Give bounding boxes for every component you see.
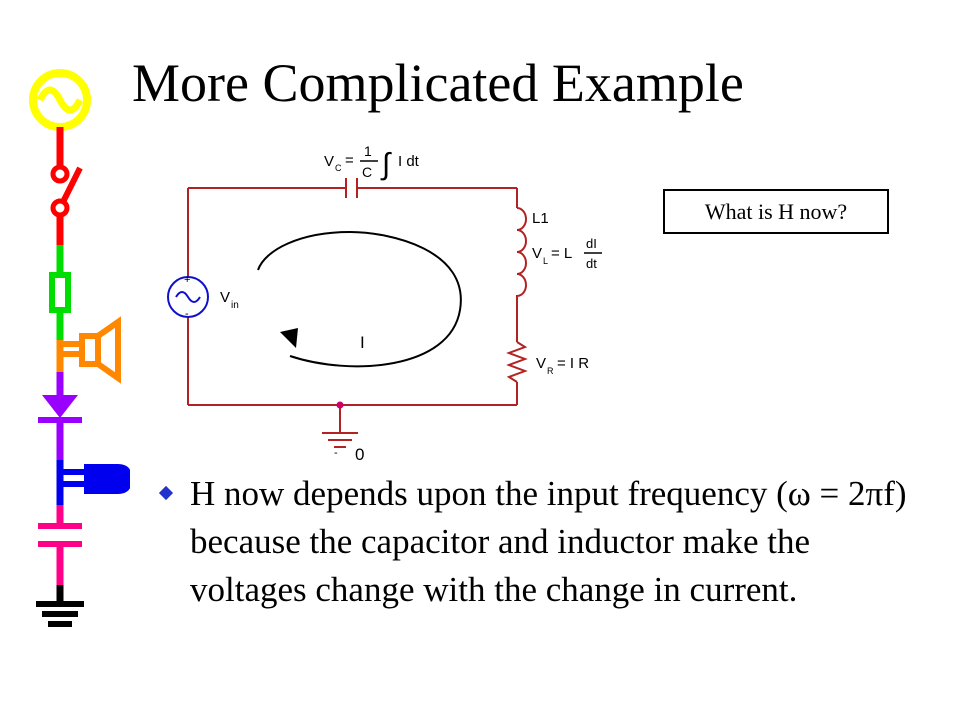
ground-icon: [36, 585, 84, 627]
vin-subscript: in: [231, 300, 239, 311]
vc-integral-sign: ∫: [380, 148, 392, 181]
slide-title: More Complicated Example: [132, 53, 744, 113]
resistor-symbol: [506, 341, 528, 383]
ground-node-dot: [336, 401, 344, 409]
vc-equals: =: [345, 152, 354, 169]
vl-symbol: V: [532, 245, 542, 262]
vl-denominator: dt: [586, 256, 597, 271]
vr-equals: = I R: [557, 355, 589, 372]
ground-node-label: 0: [355, 445, 364, 464]
vc-integrand: I dt: [398, 153, 420, 170]
capacitor-icon: [38, 505, 82, 585]
vl-equals: = L: [551, 245, 572, 262]
bullet-diamond-icon: [158, 485, 174, 501]
vr-subscript: R: [547, 366, 554, 376]
vl-numerator: dI: [586, 236, 597, 251]
vin-symbol: V: [220, 289, 230, 306]
speaker-icon: [56, 316, 121, 384]
voltage-source-symbol: [167, 276, 209, 318]
diode-icon: [38, 372, 82, 460]
capacitor-symbol: [345, 178, 358, 198]
vc-numerator: 1: [364, 143, 372, 159]
current-loop-arrow: [257, 230, 462, 368]
vl-subscript: L: [543, 256, 548, 266]
ground-minus: -: [334, 447, 338, 459]
circuit-wires: [187, 187, 518, 433]
current-label: I: [360, 333, 365, 352]
bullet-text: H now depends upon the input frequency (…: [190, 474, 907, 609]
ground-symbol: [322, 432, 358, 448]
source-plus: +: [184, 274, 190, 286]
inductor-symbol: [516, 207, 527, 298]
fuse-icon: [49, 245, 71, 340]
rlc-circuit-diagram: + - - 0 I V C = 1 C ∫ I dt L1 V L = L dI…: [167, 143, 602, 464]
vc-symbol: V: [324, 153, 334, 170]
switch-icon: [50, 140, 83, 245]
lamp-icon: [56, 460, 130, 505]
component-strip: [29, 69, 130, 627]
ac-source-icon: [29, 69, 91, 140]
source-minus: -: [185, 308, 189, 320]
vr-symbol: V: [536, 355, 546, 372]
callout-box: What is H now?: [663, 189, 889, 234]
vc-subscript: C: [335, 163, 342, 173]
current-arrowhead: [280, 328, 298, 348]
vc-denominator: C: [362, 164, 372, 180]
inductor-label: L1: [532, 210, 549, 227]
bullet-item: H now depends upon the input frequency (…: [150, 470, 920, 614]
